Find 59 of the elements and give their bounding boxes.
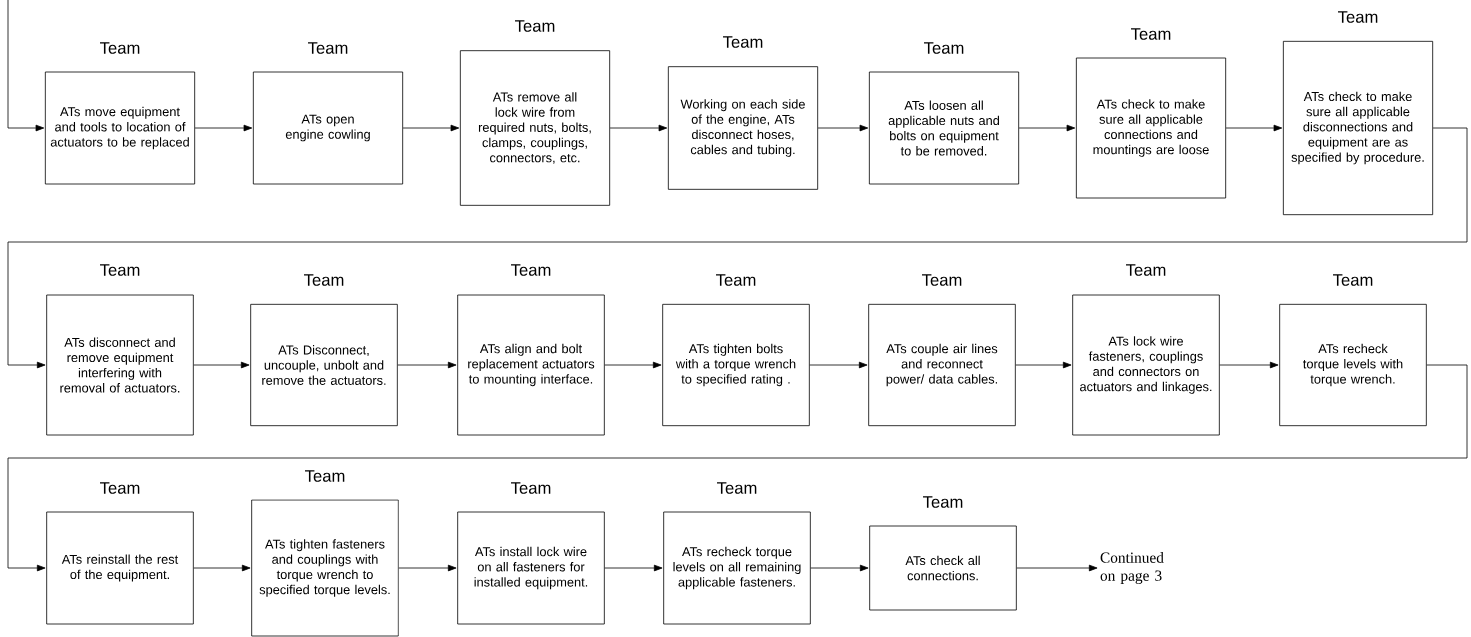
team-label: Team (100, 482, 140, 494)
arrow (194, 124, 253, 132)
arrow (817, 124, 869, 132)
process-box: Working on each side of the engine, ATs disconnect hoses, cables and tubing. (667, 66, 819, 190)
team-label: Team (511, 482, 551, 494)
team-label: Team (1333, 274, 1373, 286)
team-label: Team (304, 274, 344, 286)
process-box: ATs tighten bolts with a torque wrench to specified rating . (662, 303, 810, 427)
process-box: ATs tighten fasteners and couplings with torque wrench to specified torque levels. (251, 499, 399, 637)
team-label: Team (717, 482, 757, 494)
team-label: Team (1338, 11, 1378, 23)
continuation-note: Continued on page 3 (1100, 552, 1164, 584)
process-box: ATs remove all lock wire from required nuts, bolts, clamps, couplings, connectors, etc. (459, 50, 611, 206)
process-box: ATs move equipment and tools to location of actuators to be replaced (44, 71, 196, 185)
arrow (7, 364, 1468, 572)
arrow (398, 564, 457, 572)
arrow (193, 361, 250, 369)
process-box: ATs check to make sure all applicable disconnections and equipment are as specified by procedure. (1282, 40, 1434, 216)
arrow (1016, 564, 1098, 572)
team-label: Team (100, 42, 140, 54)
process-box: ATs check to make sure all applicable connections and mountings are loose (1075, 57, 1227, 199)
team-label: Team (716, 274, 756, 286)
arrow (7, 0, 45, 132)
process-box: ATs install lock wire on all fasteners for installed equipment. (457, 511, 605, 625)
team-label: Team (515, 20, 555, 32)
team-label: Team (305, 470, 345, 482)
arrow (193, 564, 251, 572)
process-box: ATs lock wire fasteners, couplings and connectors on actuators and linkages. (1072, 294, 1220, 436)
arrow (397, 361, 457, 369)
process-box: ATs disconnect and remove equipment interfering with removal of actuators. (46, 294, 194, 436)
arrow (1018, 124, 1076, 132)
arrow (1219, 361, 1279, 369)
arrow (7, 127, 1468, 369)
process-box: ATs recheck torque levels on all remaining applicable fasteners. (663, 511, 811, 625)
process-box: ATs check all connections. (869, 525, 1017, 611)
team-label: Team (723, 36, 763, 48)
arrow (604, 564, 663, 572)
team-label: Team (511, 264, 551, 276)
process-box: ATs recheck torque levels with torque wrench. (1279, 303, 1427, 427)
arrow (604, 361, 662, 369)
team-label: Team (1126, 264, 1166, 276)
process-box: ATs open engine cowling (252, 71, 404, 185)
arrow (810, 564, 869, 572)
arrow (402, 124, 460, 132)
team-label: Team (924, 42, 964, 54)
arrow (809, 361, 868, 369)
team-label: Team (923, 496, 963, 508)
arrow (1225, 124, 1283, 132)
process-box: ATs loosen all applicable nuts and bolts on equipment to be removed. (868, 71, 1020, 185)
team-label: Team (100, 264, 140, 276)
team-label: Team (1131, 28, 1171, 40)
process-box: ATs align and bolt replacement actuators to mounting interface. (457, 294, 605, 436)
arrow (1015, 361, 1072, 369)
arrow (609, 124, 668, 132)
process-box: ATs reinstall the rest of the equipment. (46, 511, 194, 625)
team-label: Team (308, 42, 348, 54)
process-box: ATs couple air lines and reconnect power/ data cables. (868, 303, 1016, 427)
team-label: Team (922, 274, 962, 286)
process-box: ATs Disconnect, uncouple, unbolt and remove the actuators. (250, 303, 398, 427)
